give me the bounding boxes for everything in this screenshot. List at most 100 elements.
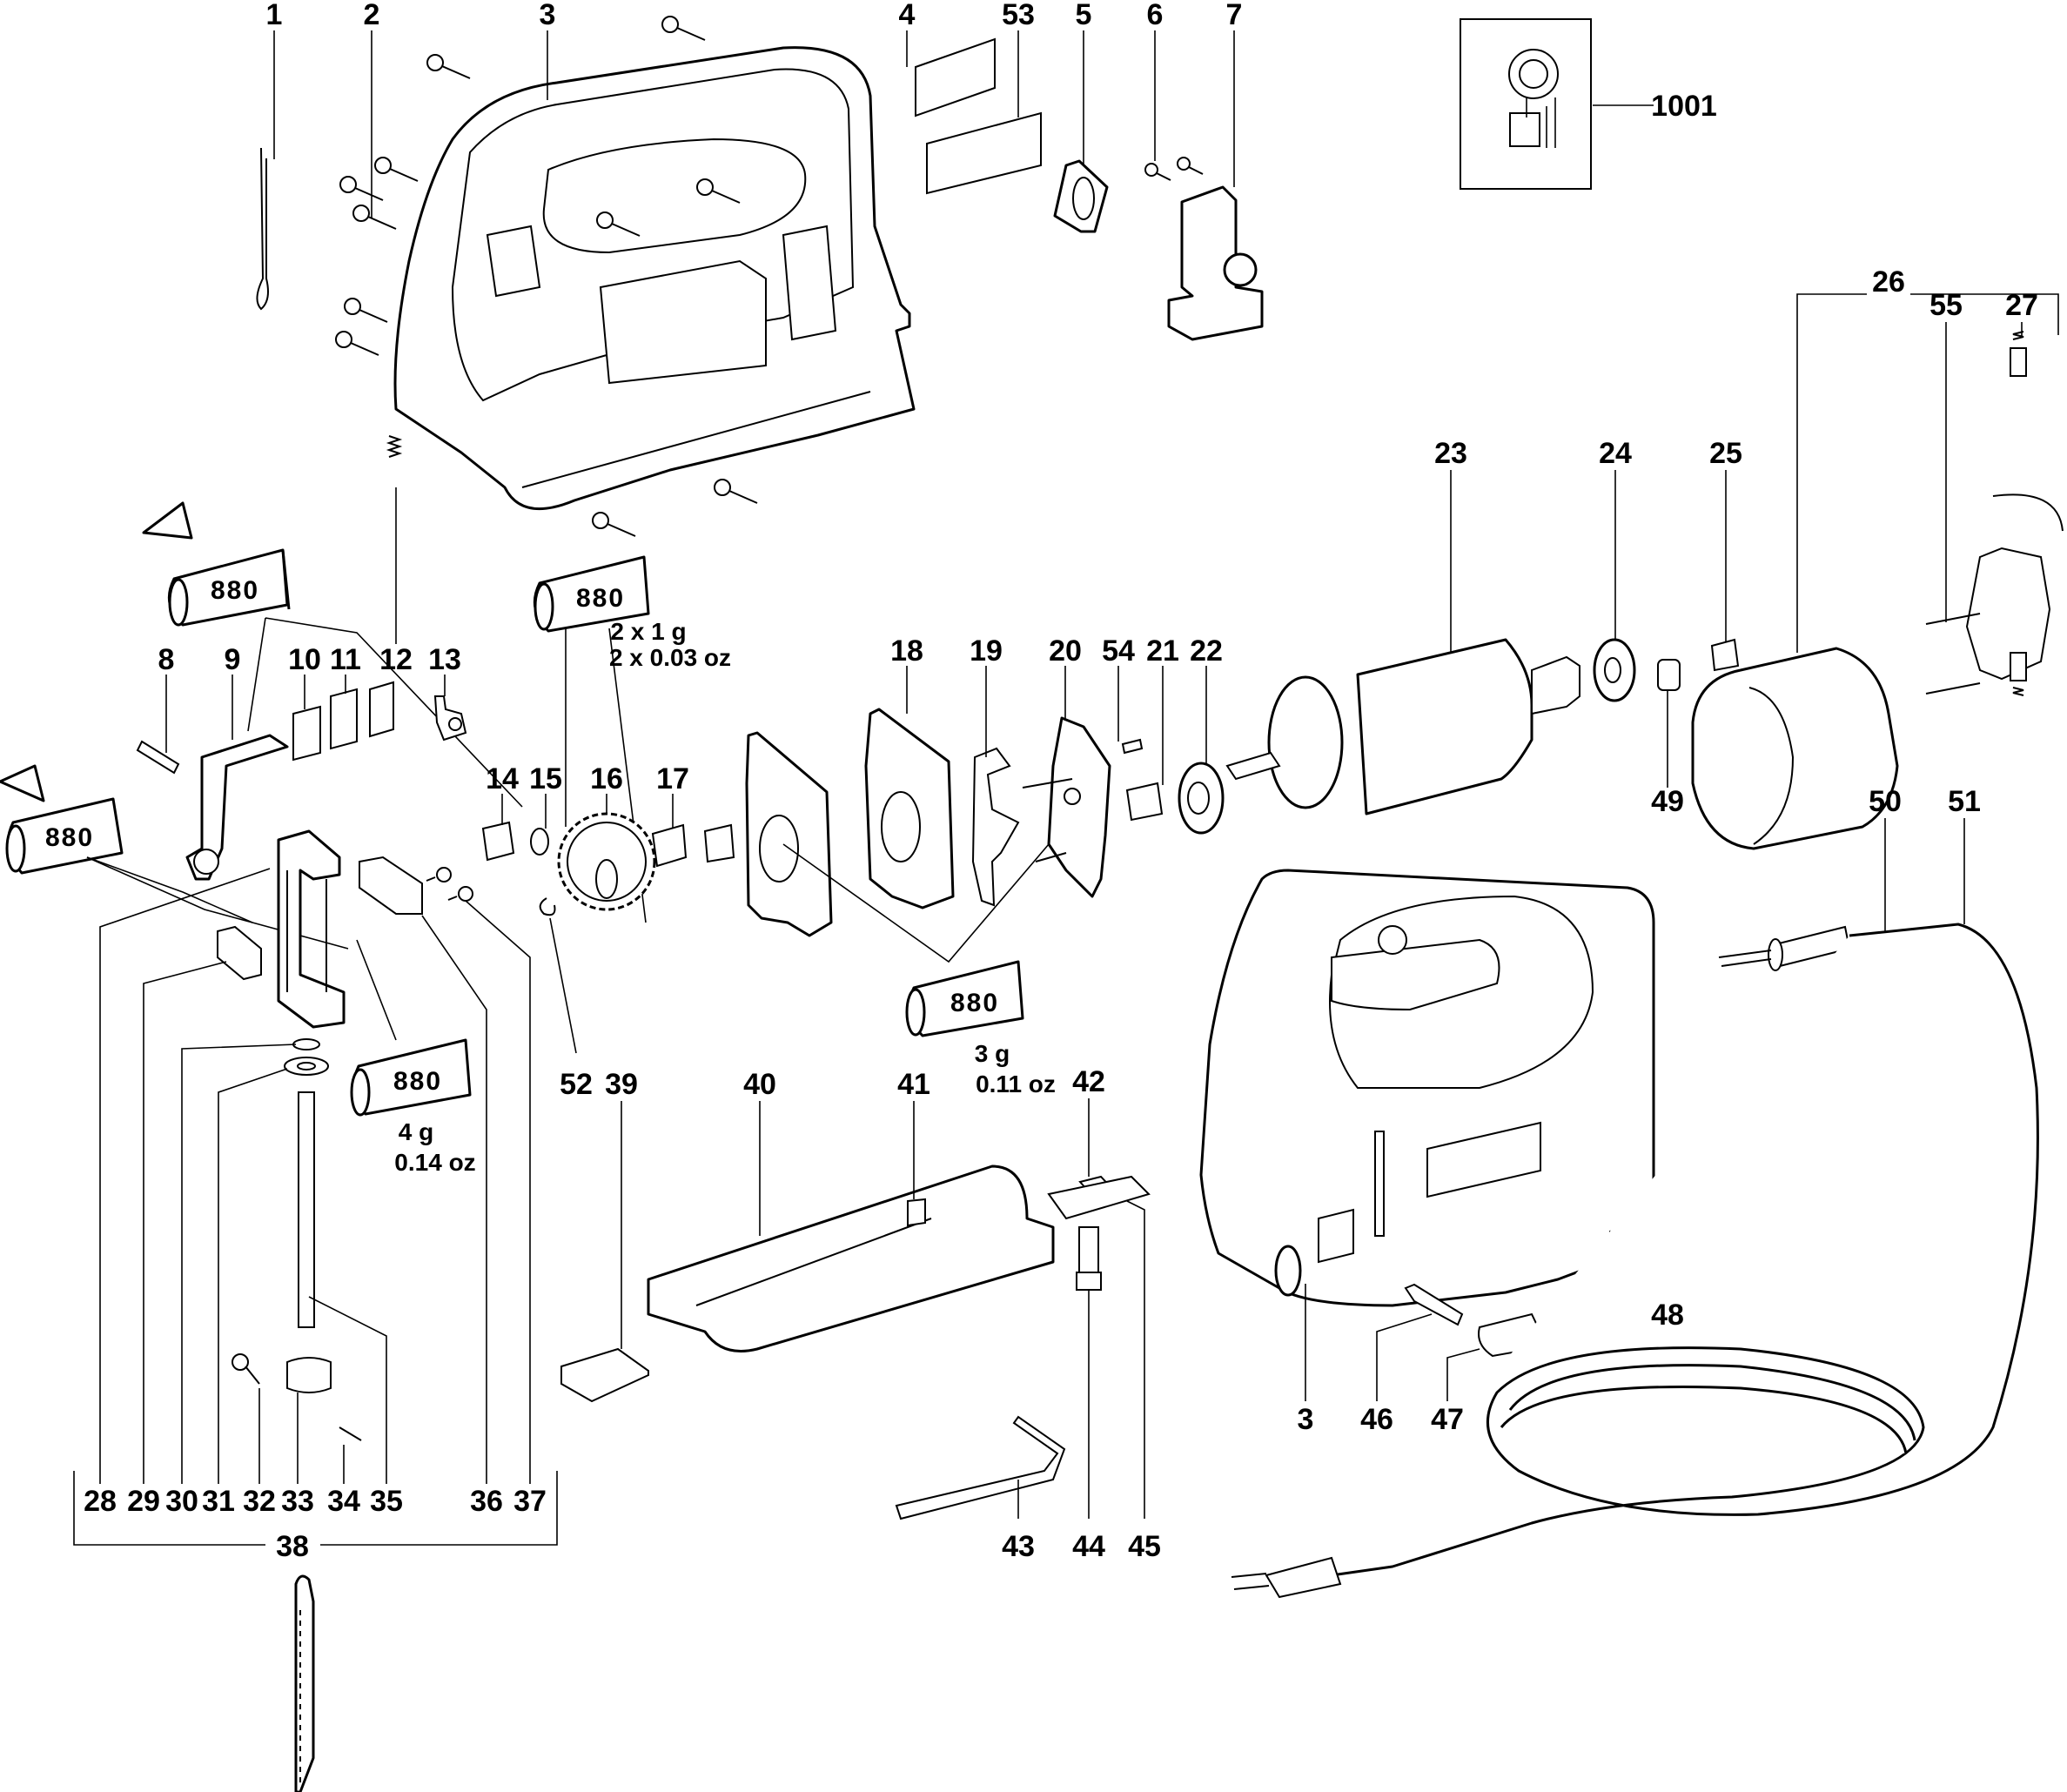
part-label: 35	[370, 1485, 403, 1518]
part-label: 1001	[1651, 90, 1717, 123]
part-31-washer	[284, 1057, 329, 1076]
grease-code: 880	[45, 823, 94, 852]
housing-screws	[335, 16, 758, 537]
part-43-hex-key	[895, 1415, 1066, 1520]
screw-icon	[714, 479, 758, 504]
part-label: 3	[540, 0, 556, 31]
part-label: 7	[1226, 0, 1243, 31]
part-label: 53	[1002, 0, 1035, 31]
bottom-row-leaders	[73, 868, 558, 1546]
part-label: 26	[1872, 265, 1905, 299]
part-label: 5	[1076, 0, 1092, 31]
part-label: 23	[1434, 437, 1467, 470]
screw-icon	[339, 176, 384, 201]
grease-amount-note: 2 x 0.03 oz	[609, 644, 731, 671]
part-1001-wiring-diagram	[1460, 18, 1654, 190]
grease-tube-top-left: 880	[142, 501, 523, 808]
part-label: 48	[1651, 1299, 1684, 1332]
part-label: 34	[327, 1485, 360, 1518]
part-7-switch	[1167, 30, 1264, 341]
screw-icon	[1177, 157, 1204, 175]
part-26-field-winding	[1691, 293, 2059, 850]
part-9-lever	[185, 675, 289, 881]
part-label: 17	[656, 762, 689, 795]
part-39-blade-clamp	[560, 1101, 649, 1403]
part-53-label-plate	[926, 30, 1042, 195]
part-label: 27	[2005, 289, 2038, 322]
part-36-guide-block	[359, 856, 423, 915]
part-14-bushing	[481, 794, 515, 862]
part-5-knob	[1053, 30, 1109, 233]
shim-part-unlabeled	[369, 681, 394, 738]
part-label: 42	[1072, 1065, 1105, 1098]
part-label: 31	[202, 1485, 235, 1518]
part-4-label-plate	[906, 30, 996, 117]
part-29-clamp	[217, 925, 262, 981]
screw-icon	[592, 512, 636, 537]
part-45-clamp-plate	[1047, 1175, 1151, 1519]
part-49-sleeve	[1657, 659, 1681, 788]
part-label: 8	[158, 643, 175, 676]
part-34-pin	[339, 1426, 362, 1441]
part-label: 11	[330, 643, 361, 676]
part-label: 38	[276, 1530, 309, 1563]
part-label: 51	[1948, 785, 1981, 818]
part-25-cap	[1710, 470, 1740, 672]
part-44-bolt	[1076, 1226, 1102, 1519]
part-22-ball-bearing	[1178, 666, 1225, 835]
grease-amount-note: 0.14 oz	[394, 1149, 475, 1176]
part-label: 18	[890, 634, 923, 668]
grease-code: 880	[576, 584, 625, 613]
part-label: 45	[1128, 1530, 1161, 1563]
part-label: 4	[899, 0, 916, 31]
part-3-housing-half	[393, 30, 916, 511]
part-label: 49	[1651, 785, 1684, 818]
part-label: 16	[590, 762, 623, 795]
part-label: 6	[1147, 0, 1164, 31]
part-11-shim	[330, 675, 358, 750]
grease-tube-plunger: 880 4 g 0.14 oz	[350, 939, 476, 1176]
part-label: 14	[486, 762, 519, 795]
part-1-wire-clip	[256, 30, 275, 311]
part-16-gear	[557, 794, 656, 911]
screw-icon	[1144, 163, 1171, 181]
grease-amount-note: 3 g	[975, 1040, 1010, 1067]
grease-tube-plates: 880 3 g 0.11 oz	[782, 843, 1056, 1097]
part-32-screw	[232, 1353, 260, 1385]
part-label: 30	[165, 1485, 198, 1518]
part-label: 13	[428, 643, 461, 676]
part-3-assembled-housing	[1199, 869, 1708, 1401]
part-label: 33	[281, 1485, 314, 1518]
screw-icon	[426, 867, 452, 883]
part-label: 2	[364, 0, 380, 31]
part-label: 46	[1360, 1403, 1393, 1436]
part-46-adjuster	[1376, 1283, 1464, 1401]
part-13-bracket	[433, 675, 467, 742]
part-number-labels: 1 2 3 4 53 5 6 7 1001 26 55 27 23 24 25 …	[84, 0, 2038, 1563]
part-40-base-plate	[647, 1101, 1055, 1352]
part-label: 32	[243, 1485, 276, 1518]
part-12-spring	[386, 435, 403, 644]
part-label: 43	[1002, 1530, 1035, 1563]
screw-icon	[447, 886, 473, 902]
part-27-carbon-brush	[2010, 322, 2027, 696]
screw-icon	[335, 331, 379, 356]
part-label: 20	[1049, 634, 1082, 668]
part-label: 44	[1072, 1530, 1105, 1563]
screw-icon	[661, 16, 706, 41]
part-41-spring-clip	[907, 1101, 926, 1227]
part-label: 36	[470, 1485, 503, 1518]
part-20-bearing-plate	[1022, 666, 1111, 898]
part-18-plate	[864, 666, 955, 909]
part-label: 47	[1431, 1403, 1464, 1436]
grease-code: 880	[211, 576, 259, 605]
part-55-brush-holder	[1925, 322, 2064, 695]
screw-icon	[352, 205, 397, 230]
part-17-bushing	[651, 794, 735, 868]
part-label: 10	[288, 643, 321, 676]
jigsaw-blade	[294, 1574, 315, 1792]
part-label: 41	[897, 1068, 930, 1101]
part-label: 50	[1869, 785, 1902, 818]
part-51-power-cord	[1231, 818, 2039, 1599]
